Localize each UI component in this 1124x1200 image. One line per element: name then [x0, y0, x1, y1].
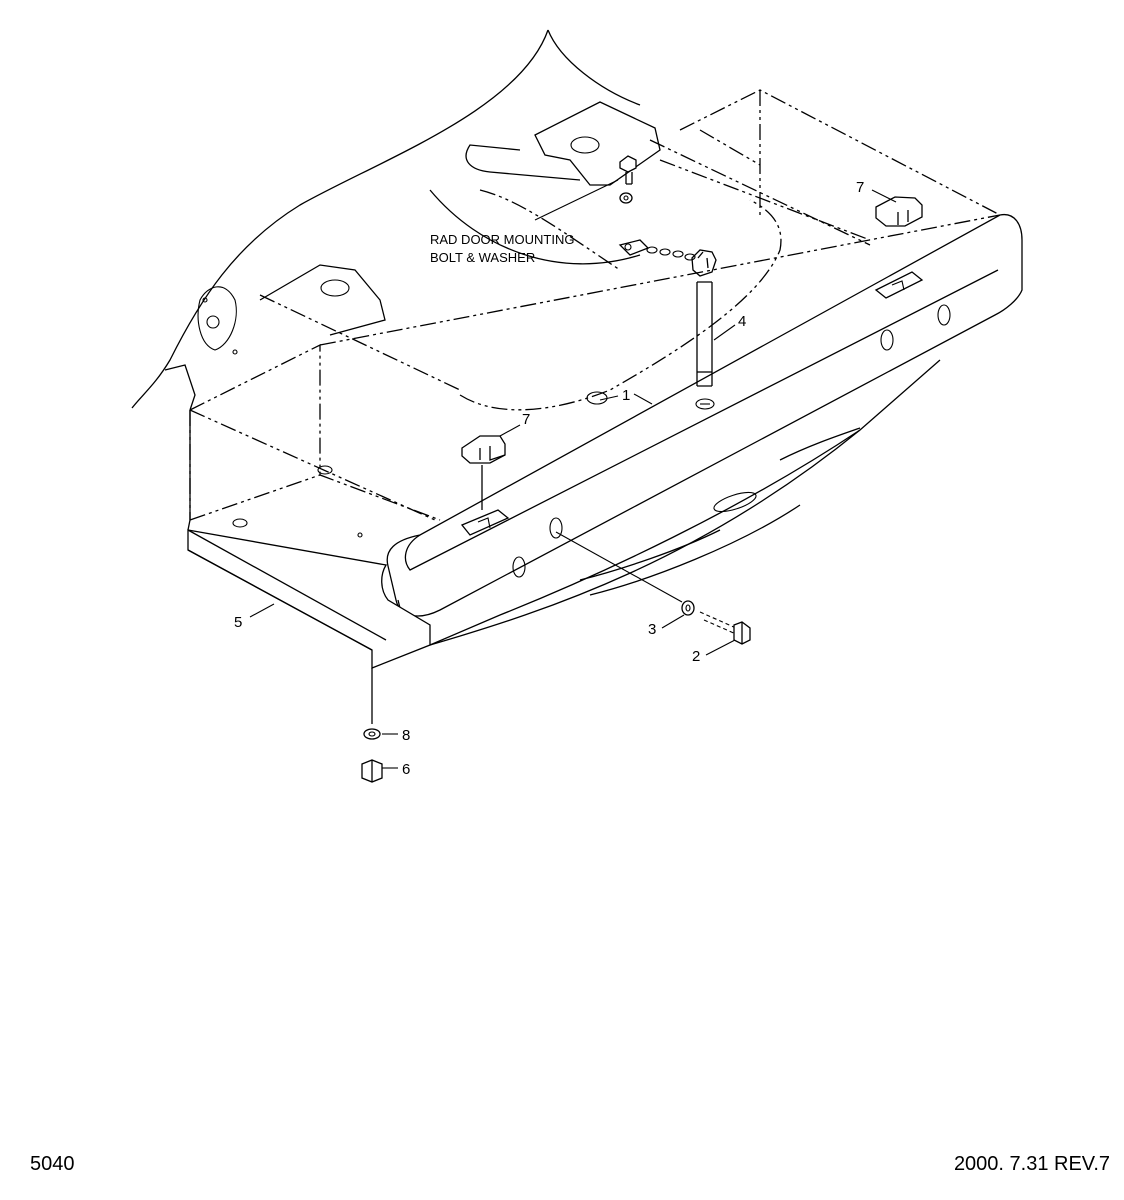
callout-8: 8	[402, 727, 410, 744]
note-line-2: BOLT & WASHER	[430, 250, 535, 265]
callout-2: 2	[692, 648, 700, 665]
counterweight-phantom-outline	[189, 89, 1001, 521]
callout-5: 5	[234, 614, 242, 631]
upper-frame-outline	[131, 29, 661, 411]
lock-pin-with-chain	[618, 239, 717, 410]
leader-lines	[249, 179, 897, 769]
callout-3: 3	[648, 621, 656, 638]
bottom-washer-and-nut	[361, 668, 383, 783]
callout-4: 4	[738, 313, 746, 330]
note-line-1: RAD DOOR MOUNTING	[430, 232, 574, 247]
callout-7-right: 7	[856, 179, 864, 196]
revision-date: 2000. 7.31 REV.7	[954, 1153, 1110, 1175]
cap-right	[874, 196, 924, 299]
callout-1: 1	[622, 387, 630, 404]
bottom-plate	[187, 410, 431, 669]
callout-6: 6	[402, 761, 410, 778]
callout-7-left: 7	[522, 411, 530, 428]
rad-door-bolt-and-washer	[619, 155, 637, 204]
page-code: 5040	[30, 1153, 75, 1175]
cap-left	[460, 435, 510, 536]
side-bolt-and-washer	[681, 600, 751, 645]
